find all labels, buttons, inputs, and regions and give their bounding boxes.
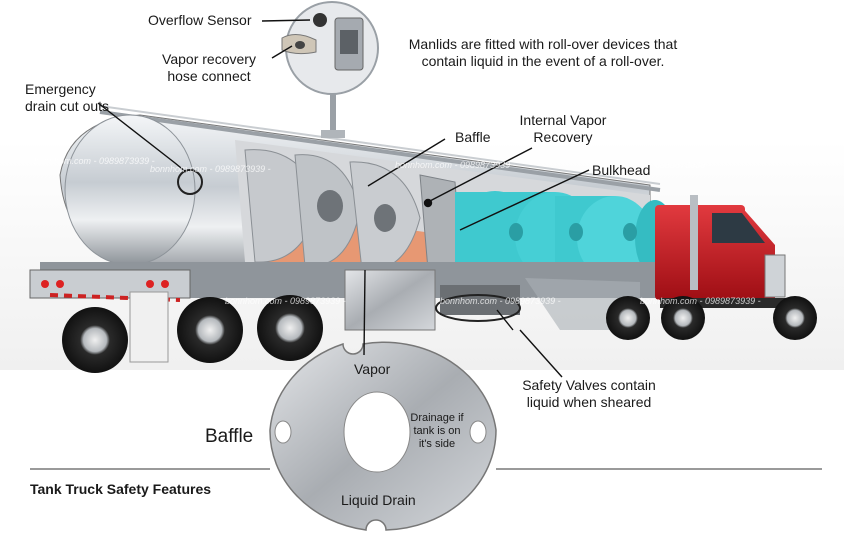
label-line: Drainage if xyxy=(410,412,464,424)
label-overflow-sensor: Overflow Sensor xyxy=(148,12,252,28)
label-line: Vapor recovery xyxy=(162,51,256,67)
label-manlids: Manlids are fitted with roll-over device… xyxy=(388,36,698,70)
leader-lines xyxy=(97,19,590,378)
label-drainage: Drainage if tank is on it's side xyxy=(408,412,466,451)
watermark: bonnhom.com - 0989873939 - xyxy=(150,164,271,174)
watermark: bonnhom.com - 0989873939 - xyxy=(395,160,516,170)
label-emergency-drain: Emergency drain cut outs xyxy=(25,81,109,115)
watermark: bonnhom.com - 0989873939 - xyxy=(34,156,155,166)
mud-flap xyxy=(129,291,169,363)
label-bulkhead: Bulkhead xyxy=(592,162,651,178)
label-line: Safety Valves contain xyxy=(522,377,656,393)
truck-cab xyxy=(655,195,790,308)
label-vapor: Vapor xyxy=(354,361,391,377)
label-line: contain liquid in the event of a roll-ov… xyxy=(421,53,665,69)
watermark: bonnhom.com - 0989873939 - xyxy=(225,296,346,306)
label-line: liquid when sheared xyxy=(526,394,652,410)
label-internal-vapor-recovery: Internal Vapor Recovery xyxy=(508,112,618,146)
label-line: drain cut outs xyxy=(25,98,110,114)
wheels xyxy=(62,295,817,373)
footer-title: Tank Truck Safety Features xyxy=(30,481,212,497)
manlid-inset xyxy=(281,1,379,138)
label-safety-valves: Safety Valves contain liquid when sheare… xyxy=(508,377,670,411)
label-line: Internal Vapor xyxy=(519,112,607,128)
label-baffle: Baffle xyxy=(455,129,491,145)
watermark: bonnhom.com - 0989873939 - xyxy=(640,296,761,306)
label-line: Emergency xyxy=(25,81,96,97)
tank-end-cap xyxy=(64,114,196,266)
watermark: bonnhom.com - 0989873939 - xyxy=(590,160,711,170)
label-line: hose connect xyxy=(167,68,251,84)
label-line: it's side xyxy=(418,438,456,450)
label-line: Recovery xyxy=(533,129,593,145)
label-vapor-recovery-hose: Vapor recovery hose connect xyxy=(148,51,270,85)
emergency-drain-marker xyxy=(177,169,203,195)
label-line: tank is on xyxy=(413,425,461,437)
label-line: Manlids are fitted with roll-over device… xyxy=(408,36,678,52)
internal-baffles xyxy=(244,149,463,273)
label-liquid-drain: Liquid Drain xyxy=(341,492,416,508)
label-baffle-big: Baffle xyxy=(205,426,254,447)
safety-valves-marker xyxy=(435,294,521,322)
baffle-plate-callout xyxy=(269,341,497,531)
watermark: bonnhom.com - 0989873939 - xyxy=(440,296,561,306)
